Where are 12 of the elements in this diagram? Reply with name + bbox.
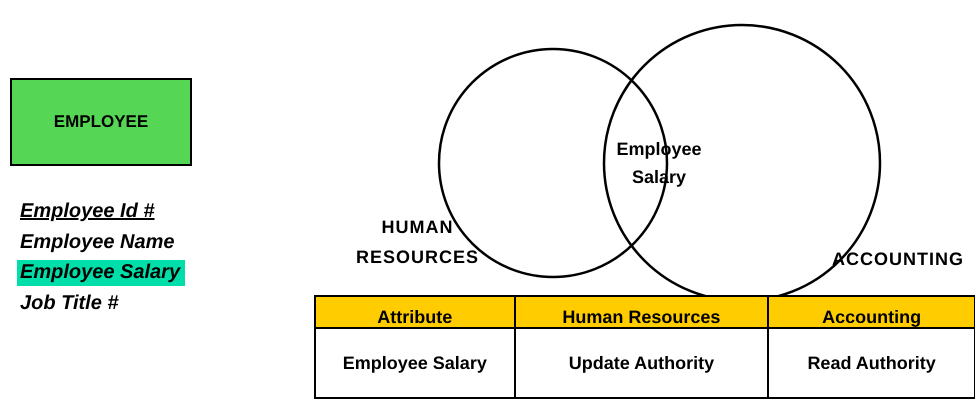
header-cell: Attribute <box>315 296 515 328</box>
header-cell: Accounting <box>768 296 975 328</box>
table-cell: Employee Salary <box>315 328 515 398</box>
entity-box: EMPLOYEE <box>10 78 192 166</box>
attribute-text: Employee Id # <box>20 200 154 223</box>
set-label: HUMAN RESOURCES <box>354 216 480 269</box>
attribute-text: Employee Name <box>20 231 175 254</box>
table-cell: Read Authority <box>768 328 975 398</box>
attribute-text: Employee Salary <box>17 260 186 286</box>
attribute-text: Job Title # <box>20 292 119 315</box>
header-cell: Human Resources <box>514 296 768 328</box>
table-cell: Update Authority <box>514 328 768 398</box>
